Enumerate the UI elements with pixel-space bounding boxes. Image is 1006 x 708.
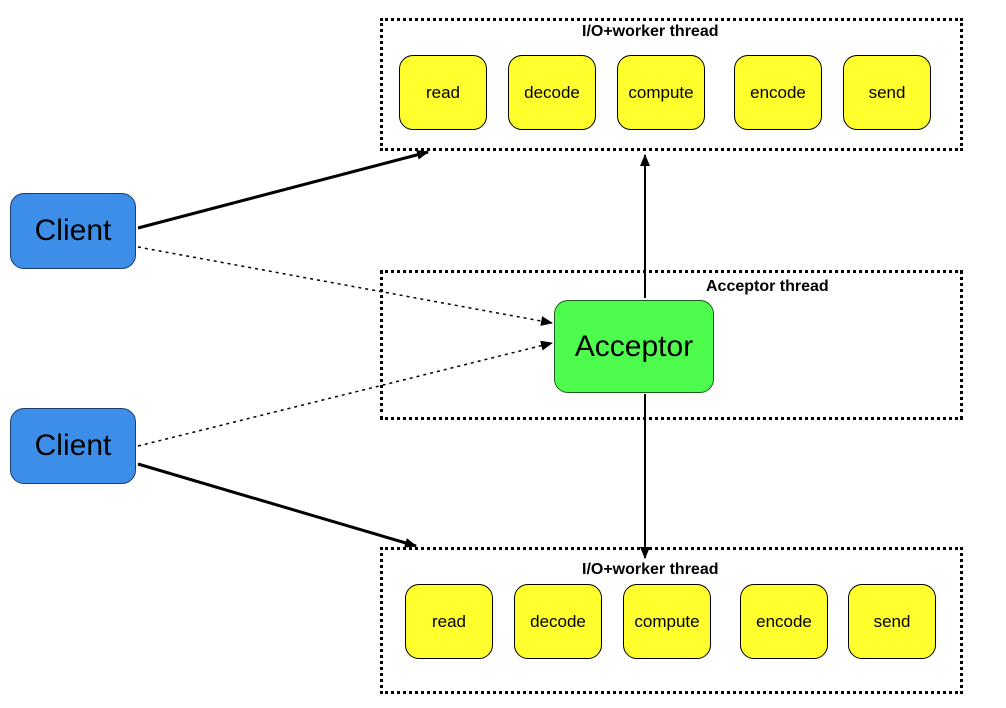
edge-client1-to-acceptor — [137, 246, 553, 326]
edge-client1-to-top-worker — [137, 149, 429, 230]
top-stage-decode: decode — [508, 55, 596, 130]
bottom-stage-decode: decode — [514, 584, 602, 659]
acceptor-node: Acceptor — [554, 300, 714, 393]
top-stage-send: send — [843, 55, 931, 130]
bottom-worker-thread-group — [380, 547, 963, 694]
edge-client2-to-bottom-worker — [137, 462, 417, 548]
edge-client2-to-acceptor — [137, 340, 553, 447]
top-worker-thread-group — [380, 18, 963, 151]
top-stage-read: read — [399, 55, 487, 130]
bottom-stage-compute: compute — [623, 584, 711, 659]
client-node-2: Client — [10, 408, 136, 484]
acceptor-thread-title: Acceptor thread — [706, 278, 829, 295]
top-stage-compute: compute — [617, 55, 705, 130]
bottom-stage-encode: encode — [740, 584, 828, 659]
bottom-stage-read: read — [405, 584, 493, 659]
top-worker-thread-title: I/O+worker thread — [582, 23, 719, 40]
top-stage-encode: encode — [734, 55, 822, 130]
bottom-worker-thread-title: I/O+worker thread — [582, 561, 719, 578]
acceptor-thread-group — [380, 270, 963, 420]
client-node-1: Client — [10, 193, 136, 269]
bottom-stage-send: send — [848, 584, 936, 659]
